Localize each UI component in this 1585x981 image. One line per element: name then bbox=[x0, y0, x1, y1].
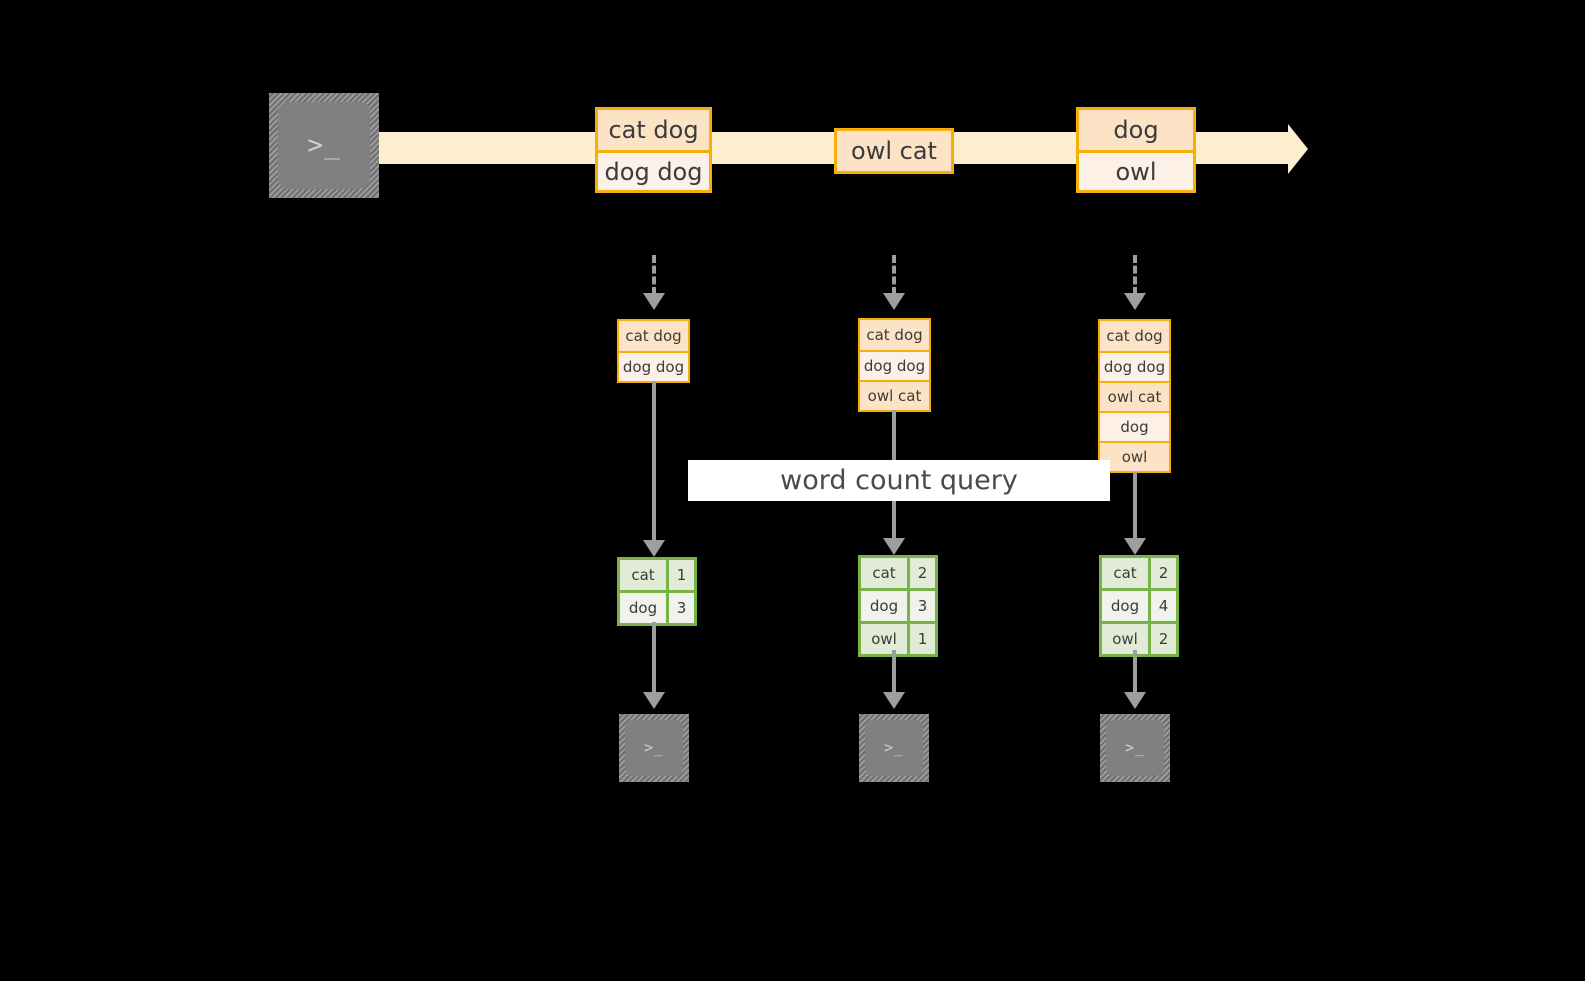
sink-connector-arrowhead-icon bbox=[883, 692, 905, 709]
record-cell: cat dog bbox=[619, 321, 688, 351]
record-cell: dog dog bbox=[860, 350, 929, 380]
record-cell: dog bbox=[1100, 411, 1169, 441]
snapshot-connector-dashed bbox=[892, 255, 896, 295]
result-word: dog bbox=[620, 593, 666, 623]
result-word: dog bbox=[861, 591, 907, 621]
result-word: owl bbox=[1102, 624, 1148, 654]
record-cell: dog bbox=[1079, 110, 1193, 150]
result-count: 3 bbox=[666, 593, 694, 623]
record-cell: owl bbox=[1100, 441, 1169, 471]
source-terminal-icon: >_ bbox=[269, 93, 379, 198]
query-label: word count query bbox=[780, 465, 1018, 496]
table-row: cat 1 bbox=[620, 560, 694, 590]
query-connector-line bbox=[652, 381, 656, 546]
snapshot-stack-1: cat dog dog dog bbox=[617, 319, 690, 383]
terminal-body: >_ bbox=[1106, 720, 1164, 776]
record-cell: owl cat bbox=[837, 131, 951, 171]
record-cell: dog dog bbox=[1100, 351, 1169, 381]
sink-terminal-icon-1: >_ bbox=[619, 714, 689, 782]
sink-connector-line bbox=[652, 622, 656, 697]
table-row: dog 3 bbox=[620, 590, 694, 623]
snapshot-connector-arrowhead-icon bbox=[883, 293, 905, 310]
snapshot-stack-2: cat dog dog dog owl cat bbox=[858, 318, 931, 412]
snapshot-stack-3: cat dog dog dog owl cat dog owl bbox=[1098, 319, 1171, 473]
sink-connector-arrowhead-icon bbox=[643, 692, 665, 709]
result-count: 1 bbox=[666, 560, 694, 590]
result-word: cat bbox=[861, 558, 907, 588]
table-row: dog 4 bbox=[1102, 588, 1176, 621]
query-connector-line bbox=[1133, 472, 1137, 544]
query-connector-arrowhead-icon bbox=[883, 538, 905, 555]
terminal-body: >_ bbox=[865, 720, 923, 776]
record-cell: owl cat bbox=[860, 380, 929, 410]
result-count: 3 bbox=[907, 591, 935, 621]
result-count: 4 bbox=[1148, 591, 1176, 621]
terminal-prompt-glyph: >_ bbox=[307, 129, 341, 160]
terminal-body: >_ bbox=[625, 720, 683, 776]
record-cell: cat dog bbox=[860, 320, 929, 350]
result-word: cat bbox=[1102, 558, 1148, 588]
table-row: dog 3 bbox=[861, 588, 935, 621]
record-cell: dog dog bbox=[619, 351, 688, 381]
record-cell: owl bbox=[1079, 150, 1193, 190]
result-table-2: cat 2 dog 3 owl 1 bbox=[858, 555, 938, 657]
sink-terminal-icon-2: >_ bbox=[859, 714, 929, 782]
result-table-1: cat 1 dog 3 bbox=[617, 557, 697, 626]
query-connector-arrowhead-icon bbox=[1124, 538, 1146, 555]
terminal-body: >_ bbox=[278, 102, 370, 189]
sink-terminal-icon-3: >_ bbox=[1100, 714, 1170, 782]
record-cell: cat dog bbox=[1100, 321, 1169, 351]
result-table-3: cat 2 dog 4 owl 2 bbox=[1099, 555, 1179, 657]
query-label-band: word count query bbox=[688, 460, 1110, 501]
result-count: 2 bbox=[1148, 624, 1176, 654]
result-count: 2 bbox=[1148, 558, 1176, 588]
timeline-batch-3: dog owl bbox=[1076, 107, 1196, 193]
sink-connector-arrowhead-icon bbox=[1124, 692, 1146, 709]
table-row: owl 2 bbox=[1102, 621, 1176, 654]
timeline-batch-2: owl cat bbox=[834, 128, 954, 174]
record-cell: cat dog bbox=[598, 110, 709, 150]
sink-connector-line bbox=[1133, 650, 1137, 698]
record-cell: owl cat bbox=[1100, 381, 1169, 411]
table-row: cat 2 bbox=[861, 558, 935, 588]
timeline-arrowhead-icon bbox=[1288, 124, 1308, 174]
query-connector-arrowhead-icon bbox=[643, 540, 665, 557]
record-cell: dog dog bbox=[598, 150, 709, 190]
table-row: owl 1 bbox=[861, 621, 935, 654]
result-count: 1 bbox=[907, 624, 935, 654]
snapshot-connector-dashed bbox=[652, 255, 656, 295]
snapshot-connector-arrowhead-icon bbox=[643, 293, 665, 310]
table-row: cat 2 bbox=[1102, 558, 1176, 588]
terminal-prompt-glyph: >_ bbox=[643, 738, 665, 757]
sink-connector-line bbox=[892, 650, 896, 698]
result-word: owl bbox=[861, 624, 907, 654]
timeline-batch-1: cat dog dog dog bbox=[595, 107, 712, 193]
snapshot-connector-dashed bbox=[1133, 255, 1137, 295]
snapshot-connector-arrowhead-icon bbox=[1124, 293, 1146, 310]
result-word: cat bbox=[620, 560, 666, 590]
result-word: dog bbox=[1102, 591, 1148, 621]
terminal-prompt-glyph: >_ bbox=[883, 738, 905, 757]
terminal-prompt-glyph: >_ bbox=[1124, 738, 1146, 757]
result-count: 2 bbox=[907, 558, 935, 588]
